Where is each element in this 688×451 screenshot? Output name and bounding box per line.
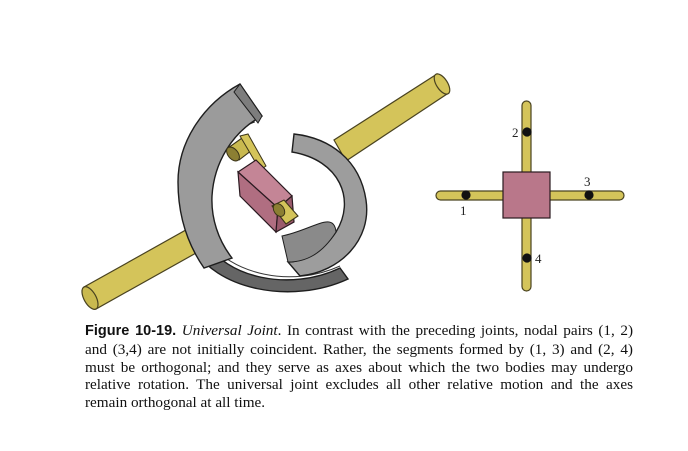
node-4-dot	[522, 253, 532, 263]
node-schematic: 1 2 3 4	[435, 100, 625, 292]
node-3-dot	[584, 190, 594, 200]
center-block	[502, 171, 551, 219]
node-3-label: 3	[584, 174, 591, 189]
title-period: .	[277, 322, 282, 339]
node-2-label: 2	[512, 125, 519, 140]
node-1-dot	[461, 190, 471, 200]
joint-illustration	[81, 73, 451, 310]
upper-pin	[226, 133, 267, 171]
node-1-label: 1	[460, 203, 467, 218]
cross-block	[237, 159, 295, 234]
upper-shaft	[333, 73, 451, 162]
lower-shaft	[81, 225, 206, 310]
left-ring	[177, 83, 264, 269]
figure-title: Universal Joint	[181, 322, 278, 339]
figure-caption: Figure 10-19. Universal Joint. In contra…	[85, 322, 633, 412]
node-2-dot	[522, 127, 532, 137]
right-ring	[281, 133, 368, 277]
lower-pin	[271, 199, 299, 225]
caption-text: In contrast with the preceding joints, n…	[85, 322, 634, 412]
node-4-label: 4	[535, 251, 542, 266]
figure-label: Figure 10-19.	[85, 323, 177, 339]
